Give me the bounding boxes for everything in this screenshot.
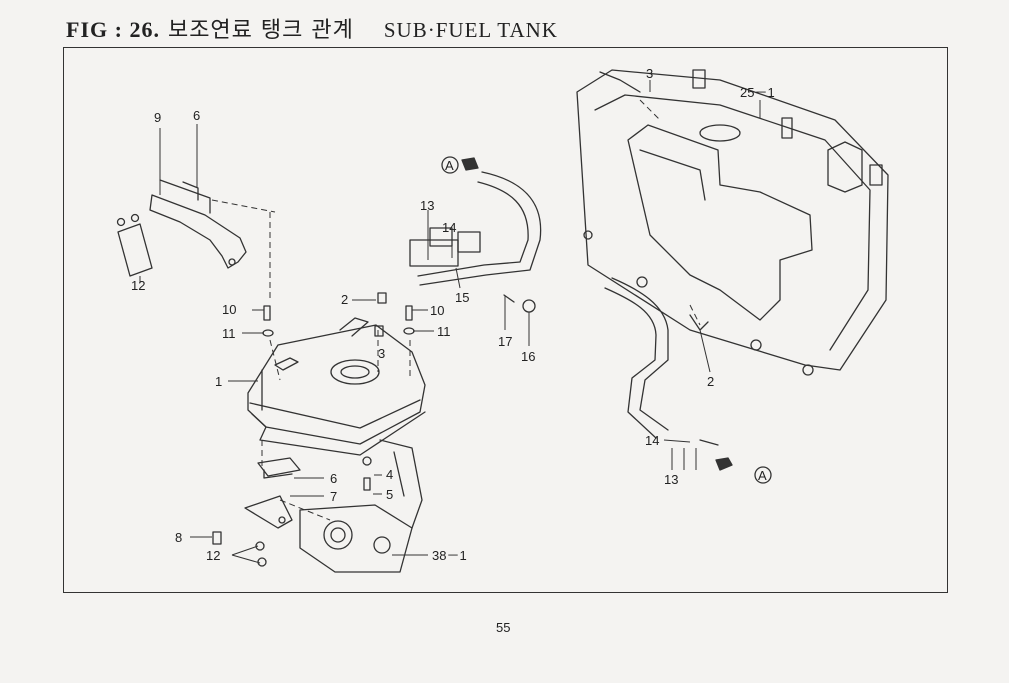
dashed-guides xyxy=(211,99,701,521)
callout-2-right: 2 xyxy=(707,374,714,389)
callout-10-left: 10 xyxy=(222,302,236,317)
fuel-hose-right xyxy=(599,71,733,471)
callout-13-top: 13 xyxy=(420,198,434,213)
diagram-frame xyxy=(63,47,948,593)
bracket-part-6 xyxy=(257,457,301,479)
figure-title-korean: 보조연료 탱크 관계 xyxy=(167,18,354,43)
callout-25-1: 25－1 xyxy=(740,85,775,100)
bracket-part-9 xyxy=(149,179,247,269)
page-number: 55 xyxy=(496,620,511,635)
callout-6-top: 6 xyxy=(193,108,200,123)
callout-14-top: 14 xyxy=(442,220,456,235)
bolt-part-12-left xyxy=(116,213,153,277)
callout-14-right: 14 xyxy=(645,433,659,448)
callout-38-1: 38－1 xyxy=(432,548,467,563)
callout-11-left: 11 xyxy=(222,326,236,341)
callout-17: 17 xyxy=(498,334,512,349)
callout-12-left: 12 xyxy=(131,278,145,293)
callout-3-mid: 3 xyxy=(378,346,385,361)
reference-a-top xyxy=(441,156,459,174)
sub-fuel-tank-part-1 xyxy=(247,317,426,456)
callout-6-bottom: 6 xyxy=(330,471,337,486)
callout-9: 9 xyxy=(154,110,161,125)
figure-title-english: SUB·FUEL TANK xyxy=(383,18,558,42)
callout-5: 5 xyxy=(386,487,393,502)
callout-1: 1 xyxy=(215,374,222,389)
figure-title: FIG : 26. 보조연료 탱크 관계 SUB·FUEL TANK xyxy=(66,12,558,44)
reference-a-right-label: A xyxy=(758,468,767,483)
reference-a-top-label: A xyxy=(445,158,454,173)
callout-2-mid: 2 xyxy=(341,292,348,307)
small-hardware xyxy=(212,292,536,567)
callout-7: 7 xyxy=(330,489,337,504)
fuel-hose-center xyxy=(409,171,542,286)
engine-part-38-1 xyxy=(299,439,423,573)
callout-10-mid: 10 xyxy=(430,303,444,318)
callout-16: 16 xyxy=(521,349,535,364)
main-fuel-tank-part-25-1 xyxy=(576,69,889,376)
reference-a-right xyxy=(754,466,772,484)
callout-3-right: 3 xyxy=(646,66,653,81)
leader-lines xyxy=(139,80,761,564)
bracket-part-7 xyxy=(244,495,293,529)
callout-15: 15 xyxy=(455,290,469,305)
callout-4: 4 xyxy=(386,467,393,482)
callout-11-mid: 11 xyxy=(437,324,451,339)
figure-number: FIG : 26. xyxy=(66,17,160,42)
callout-8: 8 xyxy=(175,530,182,545)
callout-13-right: 13 xyxy=(664,472,678,487)
callout-12-bottom: 12 xyxy=(206,548,220,563)
